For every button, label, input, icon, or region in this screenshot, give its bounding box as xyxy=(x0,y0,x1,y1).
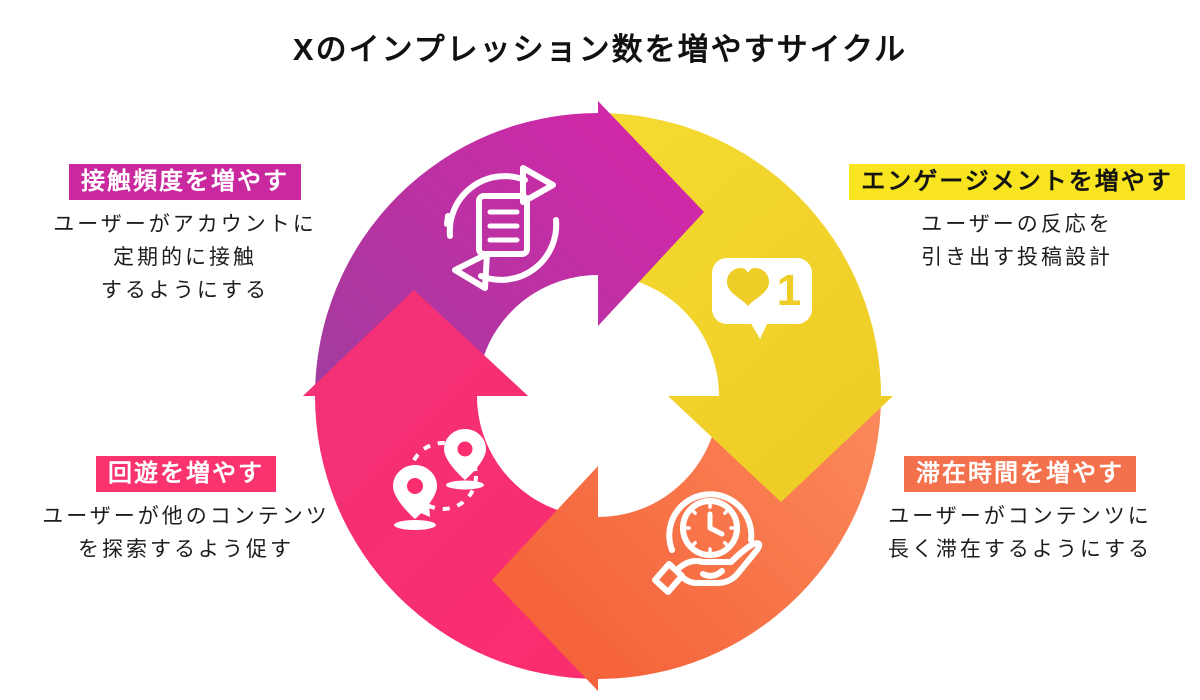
step-engagement-badge: エンゲージメントを増やす xyxy=(849,164,1185,201)
step-dwell-time-line: 長く滞在するようにする xyxy=(887,538,1153,562)
repost-document-icon xyxy=(444,165,560,291)
route-pins-icon xyxy=(393,429,486,530)
step-frequency-badge: 接触頻度を増やす xyxy=(69,164,301,201)
document-lines xyxy=(487,209,520,243)
step-engagement-description: ユーザーの反応を 引き出す投稿設計 xyxy=(837,208,1197,274)
step-dwell-time: 滞在時間を増やす ユーザーがコンテンツに 長く滞在するようにする xyxy=(840,456,1200,566)
step-navigation-line: を探索するよう促す xyxy=(78,538,294,562)
like-count: 1 xyxy=(777,266,801,315)
step-dwell-time-line: ユーザーがコンテンツに xyxy=(888,505,1152,529)
step-engagement: エンゲージメントを増やす ユーザーの反応を 引き出す投稿設計 xyxy=(837,164,1197,274)
refresh-dash xyxy=(444,213,451,227)
document-sheet xyxy=(476,193,530,257)
clock-hand-icon xyxy=(652,491,763,595)
step-dwell-time-badge: 滞在時間を増やす xyxy=(904,456,1136,493)
step-frequency: 接触頻度を増やす ユーザーがアカウントに 定期的に接触 するようにする xyxy=(5,164,365,307)
map-pin-lower-hole xyxy=(407,478,423,494)
step-engagement-line: ユーザーの反応を xyxy=(921,213,1113,237)
step-dwell-time-description: ユーザーがコンテンツに 長く滞在するようにする xyxy=(840,500,1200,566)
refresh-arc-top xyxy=(446,173,528,239)
pin-base-upper xyxy=(446,480,484,490)
map-pin-upper-hole xyxy=(457,441,473,457)
clock-face xyxy=(680,498,740,558)
cycle-arrowhead-navigation xyxy=(303,290,528,396)
heart-icon xyxy=(727,268,769,306)
notification-bubble-tail xyxy=(750,322,768,339)
clock-outer-arc xyxy=(666,491,755,553)
step-frequency-line: ユーザーがアカウントに xyxy=(53,213,317,237)
step-navigation-badge: 回遊を増やす xyxy=(96,456,276,493)
step-frequency-line: 定期的に接触 xyxy=(113,246,257,270)
like-notification-icon: 1 xyxy=(712,258,812,339)
step-frequency-description: ユーザーがアカウントに 定期的に接触 するようにする xyxy=(5,208,365,307)
step-navigation-description: ユーザーが他のコンテンツ を探索するよう促す xyxy=(6,500,366,566)
route-dashed-circle xyxy=(408,441,478,511)
hand-palm xyxy=(674,540,763,587)
refresh-arrowhead-bottom xyxy=(452,251,490,291)
clock-hands xyxy=(707,511,725,537)
pin-base-lower xyxy=(394,520,436,530)
refresh-arrowhead-top xyxy=(520,165,556,205)
step-frequency-line: するようにする xyxy=(100,279,270,303)
page-title: Xのインプレッション数を増やすサイクル xyxy=(292,32,908,67)
step-navigation-line: ユーザーが他のコンテンツ xyxy=(42,505,330,529)
hand-thumb xyxy=(700,568,725,579)
step-navigation: 回遊を増やす ユーザーが他のコンテンツ を探索するよう促す xyxy=(6,456,366,566)
step-engagement-line: 引き出す投稿設計 xyxy=(921,246,1113,270)
refresh-arc-bottom xyxy=(478,217,560,283)
clock-ticks xyxy=(683,501,737,555)
